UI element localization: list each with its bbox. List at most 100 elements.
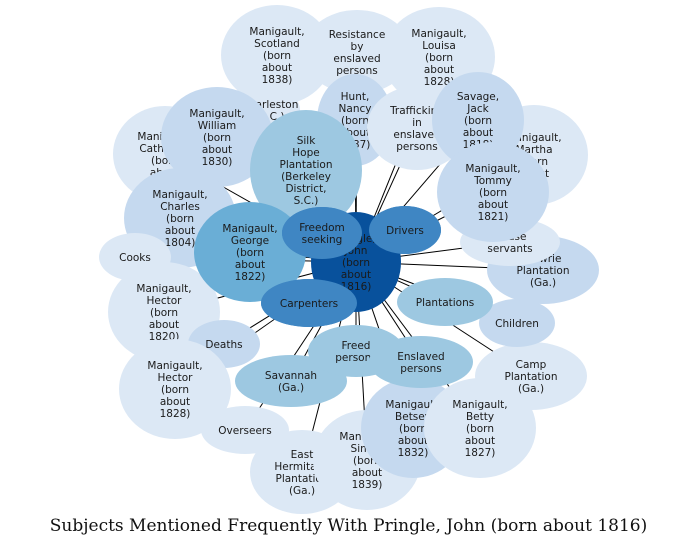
node-bubble-children bbox=[479, 299, 555, 347]
node-label-scotland: about bbox=[262, 62, 292, 74]
node-label-william: 1830) bbox=[202, 156, 233, 168]
node-label-betty: Manigault, bbox=[452, 399, 507, 411]
node-bubble-william bbox=[161, 87, 273, 187]
node-label-hector1828: Manigault, bbox=[147, 360, 202, 372]
node-label-william: about bbox=[202, 144, 232, 156]
node-label-william: Manigault, bbox=[189, 108, 244, 120]
node-bubble-drivers bbox=[369, 206, 441, 254]
node-label-louisa: (born bbox=[425, 52, 453, 64]
node-label-gowrie: Plantation bbox=[516, 265, 569, 277]
node-label-cooks: Cooks bbox=[119, 252, 151, 264]
node-label-betty: (born bbox=[466, 423, 494, 435]
node-label-camp: Camp bbox=[516, 359, 547, 371]
node-label-hector1820: Hector bbox=[147, 295, 183, 307]
diagram-caption: Subjects Mentioned Frequently With Pring… bbox=[49, 516, 648, 536]
node-label-trafficking: enslaved bbox=[393, 129, 440, 141]
node-label-freed: Freed bbox=[342, 340, 371, 352]
node-label-william: William bbox=[198, 120, 236, 132]
node-label-silk-hope: Silk bbox=[297, 135, 316, 147]
node-label-hector1828: (born bbox=[161, 384, 189, 396]
node-label-george: George bbox=[231, 235, 269, 247]
node-label-jack: (born bbox=[464, 115, 492, 127]
node-label-silk-hope: S.C.) bbox=[294, 195, 319, 207]
node-bubble-carpenters bbox=[261, 279, 357, 327]
node-label-tommy: 1821) bbox=[478, 211, 509, 223]
node-label-overseers: Overseers bbox=[218, 425, 271, 437]
node-silk-hope: SilkHopePlantation(BerkeleyDistrict,S.C.… bbox=[250, 110, 362, 230]
node-carpenters: Carpenters bbox=[261, 279, 357, 327]
node-label-scotland: (born bbox=[263, 50, 291, 62]
node-bubble-plantations bbox=[397, 278, 493, 326]
node-label-silk-hope: (Berkeley bbox=[281, 171, 331, 183]
node-bubble-tommy bbox=[437, 142, 549, 242]
node-label-george: about bbox=[235, 259, 265, 271]
node-label-center: (born bbox=[342, 257, 370, 269]
node-label-betsey: Betsey bbox=[395, 411, 431, 423]
node-label-simon: about bbox=[352, 467, 382, 479]
node-label-children: Children bbox=[495, 318, 539, 330]
node-bubble-betty bbox=[424, 378, 536, 478]
node-label-carpenters: Carpenters bbox=[280, 298, 338, 310]
node-label-east-hermitage: Plantation bbox=[275, 473, 328, 485]
node-label-hector1828: 1828) bbox=[160, 408, 191, 420]
node-label-tommy: Tommy bbox=[473, 175, 512, 187]
node-label-charles: (born bbox=[166, 213, 194, 225]
node-label-trafficking: persons bbox=[396, 141, 437, 153]
node-label-scotland: Scotland bbox=[254, 38, 300, 50]
node-label-betsey: 1832) bbox=[398, 447, 429, 459]
node-label-drivers: Drivers bbox=[386, 225, 424, 237]
node-label-louisa: Louisa bbox=[422, 40, 456, 52]
node-label-trafficking: in bbox=[412, 117, 422, 129]
node-label-east-hermitage: (Ga.) bbox=[289, 485, 315, 497]
node-label-betsey: about bbox=[398, 435, 428, 447]
node-label-silk-hope: Plantation bbox=[279, 159, 332, 171]
node-label-jack: Jack bbox=[466, 103, 489, 115]
node-label-jack: Savage, bbox=[457, 91, 499, 103]
node-label-deaths: Deaths bbox=[205, 339, 242, 351]
node-label-camp: Plantation bbox=[504, 371, 557, 383]
node-label-scotland: 1838) bbox=[262, 74, 293, 86]
node-label-betty: about bbox=[465, 435, 495, 447]
node-label-trafficking: Trafficking bbox=[389, 105, 444, 117]
node-label-east-hermitage: East bbox=[291, 449, 314, 461]
node-label-scotland: Manigault, bbox=[249, 26, 304, 38]
node-label-nancy: Nancy bbox=[339, 103, 372, 115]
node-label-tommy: about bbox=[478, 199, 508, 211]
node-layer: Manigault,Catherine(bornaboutManigault,M… bbox=[99, 5, 599, 514]
node-label-hector1820: (born bbox=[150, 307, 178, 319]
node-label-freedom-seeking: Freedom bbox=[299, 222, 345, 234]
node-bubble-enslaved bbox=[369, 336, 473, 388]
node-label-hector1828: about bbox=[160, 396, 190, 408]
node-label-enslaved: Enslaved bbox=[397, 351, 444, 363]
node-label-enslaved: persons bbox=[400, 363, 441, 375]
node-label-savannah: Savannah bbox=[265, 370, 317, 382]
node-drivers: Drivers bbox=[369, 206, 441, 254]
node-label-hector1820: about bbox=[149, 319, 179, 331]
node-children: Children bbox=[479, 299, 555, 347]
node-bubble-freedom-seeking bbox=[282, 207, 362, 259]
node-label-charles: Charles bbox=[160, 201, 200, 213]
node-savannah: Savannah(Ga.) bbox=[235, 355, 347, 407]
node-label-charles: about bbox=[165, 225, 195, 237]
node-label-tommy: Manigault, bbox=[465, 163, 520, 175]
node-label-simon: 1839) bbox=[352, 479, 383, 491]
node-bubble-george bbox=[194, 202, 306, 302]
node-bubble-savannah bbox=[235, 355, 347, 407]
node-label-freedom-seeking: seeking bbox=[302, 234, 343, 246]
node-label-charles: 1804) bbox=[165, 237, 196, 249]
node-label-resistance: by bbox=[351, 41, 364, 53]
node-label-tommy: (born bbox=[479, 187, 507, 199]
node-label-betsey: Manigault, bbox=[385, 399, 440, 411]
node-label-george: 1822) bbox=[235, 271, 266, 283]
node-label-plantations: Plantations bbox=[416, 297, 474, 309]
node-label-george: (born bbox=[236, 247, 264, 259]
node-label-hector1828: Hector bbox=[158, 372, 194, 384]
